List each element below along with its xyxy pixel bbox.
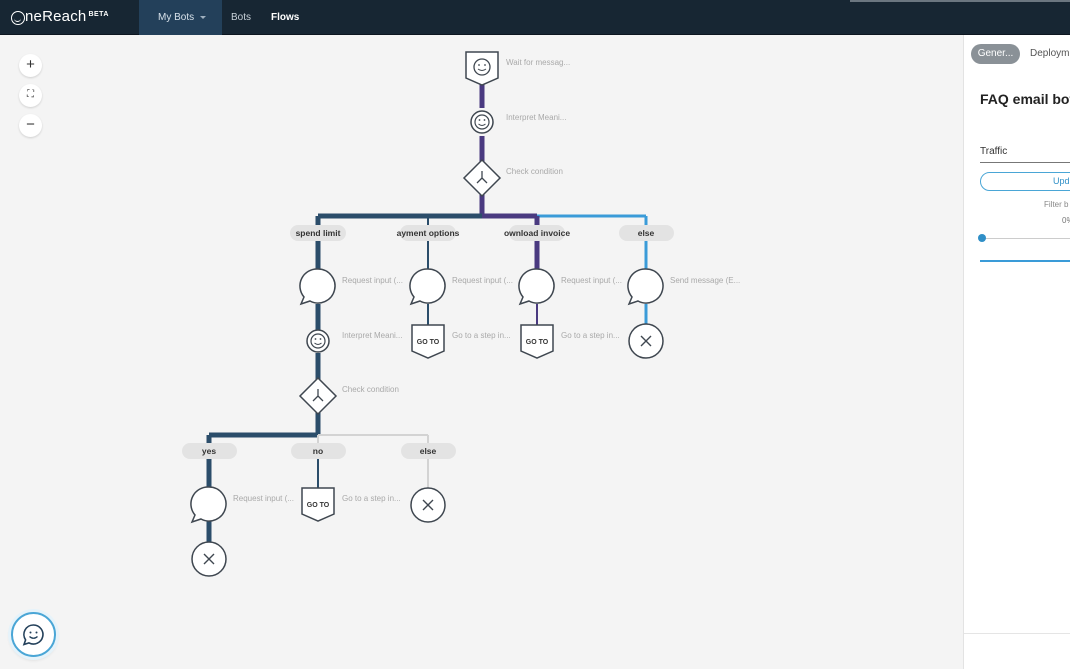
interpret-meaning-node[interactable]: Interpret Meani... (470, 110, 566, 134)
request-input-label: Request input (... (452, 276, 513, 285)
check-condition-node[interactable]: Check condition (462, 158, 563, 198)
chevron-down-icon (200, 16, 206, 19)
check-condition-label: Check condition (342, 385, 399, 394)
progress-bar (980, 260, 1070, 262)
goto-text: GO TO (307, 502, 330, 509)
request-input-label: Request input (... (233, 494, 294, 503)
nav-bots[interactable]: Bots (231, 12, 252, 23)
nav-my-bots-dropdown[interactable]: My Bots (139, 0, 222, 35)
end-node[interactable] (628, 323, 664, 359)
onereach-logo[interactable]: neReach BETA (11, 8, 109, 28)
filter-label: Filter b (1044, 200, 1069, 209)
wait-for-message-label: Wait for messag... (506, 58, 570, 67)
top-accent-line (850, 0, 1070, 2)
branch-pill-payment-options[interactable]: ayment options (397, 225, 460, 241)
interpret-meaning-label: Interpret Meani... (506, 113, 566, 122)
goto-node[interactable]: GO TO Go to a step in... (301, 487, 401, 522)
logo-o-icon (11, 11, 25, 25)
chat-widget-button[interactable] (11, 612, 56, 657)
send-message-label: Send message (E... (670, 276, 740, 285)
check-condition-label: Check condition (506, 167, 563, 176)
request-input-label: Request input (... (342, 276, 403, 285)
send-message-node[interactable]: Send message (E... (627, 268, 740, 306)
beta-badge: BETA (88, 11, 109, 18)
request-input-node[interactable]: Request input (... (190, 486, 294, 524)
traffic-slider-handle[interactable] (978, 234, 986, 242)
nav-my-bots-label: My Bots (158, 12, 195, 23)
branch-pill-else[interactable]: else (401, 443, 456, 459)
goto-node[interactable]: GO TO Go to a step in... (411, 324, 511, 359)
request-input-node[interactable]: Request input (... (299, 268, 403, 306)
goto-label: Go to a step in... (561, 331, 620, 340)
zoom-in-button[interactable]: + (19, 54, 42, 77)
end-node[interactable] (191, 541, 227, 577)
branch-label: ayment options (397, 228, 460, 238)
panel-footer-divider (964, 633, 1070, 634)
branch-label: else (420, 446, 437, 456)
branch-pill-yes[interactable]: yes (182, 443, 237, 459)
goto-text: GO TO (417, 339, 440, 346)
interpret-meaning-label: Interpret Meani... (342, 331, 402, 340)
chat-bubble-icon (22, 624, 44, 646)
fit-to-screen-button[interactable]: ⛶ (19, 84, 42, 107)
goto-label: Go to a step in... (342, 494, 401, 503)
traffic-label: Traffic (980, 146, 1008, 157)
nav-flows[interactable]: Flows (271, 12, 300, 23)
bot-settings-panel: Gener... Deploym FAQ email bot Traffic U… (963, 35, 1070, 669)
end-node[interactable] (410, 487, 446, 523)
top-navigation-bar: neReach BETA My Bots Bots Flows (0, 0, 1070, 35)
branch-label: spend limit (296, 228, 341, 238)
branch-pill-no[interactable]: no (291, 443, 346, 459)
traffic-slider-track[interactable] (982, 238, 1070, 239)
bot-title: FAQ email bot (980, 91, 1070, 107)
logo-text: neReach (25, 8, 87, 25)
branch-label: ownload invoice (504, 228, 570, 238)
branch-pill-download-invoice[interactable]: ownload invoice (504, 225, 570, 241)
percent-value: 0% (1062, 216, 1070, 225)
interpret-meaning-node[interactable]: Interpret Meani... (306, 329, 402, 353)
request-input-label: Request input (... (561, 276, 622, 285)
divider (980, 162, 1070, 163)
branch-pill-spend-limit[interactable]: spend limit (290, 225, 346, 241)
tab-deployment[interactable]: Deploym (1030, 48, 1070, 59)
connectors (206, 84, 648, 542)
check-condition-node[interactable]: Check condition (298, 376, 399, 416)
wait-for-message-node[interactable]: Wait for messag... (465, 51, 570, 86)
request-input-node[interactable]: Request input (... (518, 268, 622, 306)
goto-text: GO TO (526, 339, 549, 346)
branch-label: yes (202, 446, 216, 456)
branch-pill-else[interactable]: else (619, 225, 674, 241)
request-input-node[interactable]: Request input (... (409, 268, 513, 306)
tab-general[interactable]: Gener... (971, 44, 1020, 64)
goto-label: Go to a step in... (452, 331, 511, 340)
flow-diagram: Wait for messag... Interpret Meani... Ch… (182, 51, 740, 577)
zoom-out-button[interactable]: − (19, 114, 42, 137)
branch-label: else (638, 228, 655, 238)
branch-label: no (313, 446, 323, 456)
update-button[interactable]: Upd (980, 172, 1070, 191)
goto-node[interactable]: GO TO Go to a step in... (520, 324, 620, 359)
